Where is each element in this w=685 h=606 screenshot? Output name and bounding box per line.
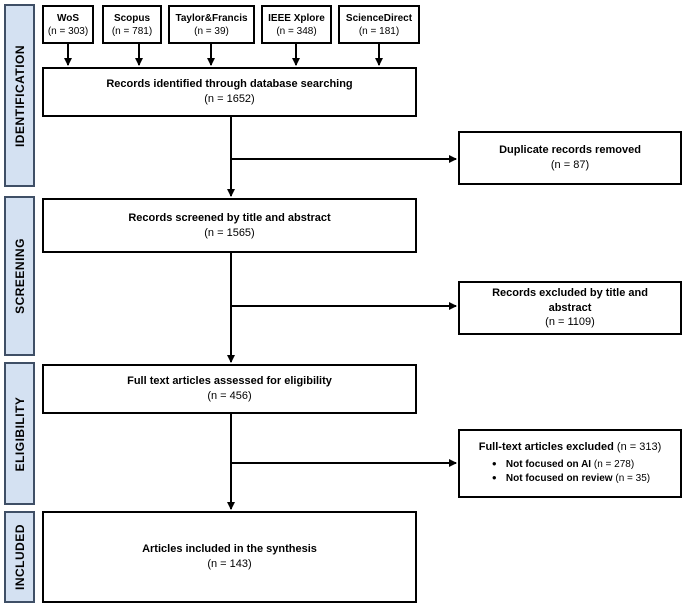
source-box-sciencedirect: ScienceDirect (n = 181) — [338, 5, 420, 44]
excluded-full-list: Not focused on AI (n = 278) Not focused … — [490, 458, 650, 487]
screened-title: Records screened by title and abstract — [128, 211, 331, 224]
included-title: Articles included in the synthesis — [142, 543, 317, 556]
source-box-scopus: Scopus (n = 781) — [102, 5, 162, 44]
list-item: Not focused on review (n = 35) — [490, 472, 650, 487]
screened-box: Records screened by title and abstract (… — [42, 198, 417, 253]
exclusion-reason: Not focused on review — [505, 473, 613, 485]
duplicates-title: Duplicate records removed — [499, 144, 641, 157]
included-count: (n = 143) — [207, 558, 252, 570]
list-item: Not focused on AI (n = 278) — [490, 458, 650, 473]
screened-count: (n = 1565) — [204, 226, 255, 239]
phase-included: INCLUDED — [4, 511, 35, 603]
phase-identification: IDENTIFICATION — [4, 4, 35, 187]
source-count: (n = 39) — [194, 25, 229, 37]
source-count: (n = 303) — [47, 25, 89, 37]
exclusion-count: (n = 278) — [593, 458, 635, 470]
source-name: Scopus — [113, 12, 151, 24]
excluded-full-box: Full-text articles excluded (n = 313) No… — [458, 429, 682, 498]
source-count: (n = 348) — [276, 25, 317, 37]
source-count: (n = 781) — [111, 25, 153, 37]
source-name: IEEE Xplore — [268, 12, 325, 24]
exclusion-reason: Not focused on AI — [505, 458, 592, 470]
duplicates-box: Duplicate records removed (n = 87) — [458, 131, 682, 185]
phase-screening: SCREENING — [4, 196, 35, 356]
excluded-full-title: Full-text articles excluded — [478, 441, 614, 454]
duplicates-count: (n = 87) — [550, 159, 590, 171]
eligible-box: Full text articles assessed for eligibil… — [42, 364, 417, 414]
eligible-count: (n = 456) — [207, 390, 252, 402]
excluded-screen-title: Records excluded by title and abstract — [492, 286, 648, 314]
source-count: (n = 181) — [358, 25, 400, 37]
phase-eligibility: ELIGIBILITY — [4, 362, 35, 505]
source-name: ScienceDirect — [345, 12, 413, 24]
source-box-wos: WoS (n = 303) — [42, 5, 94, 44]
eligible-title: Full text articles assessed for eligibil… — [127, 375, 332, 388]
exclusion-count: (n = 35) — [615, 473, 651, 485]
source-name: WoS — [56, 12, 80, 24]
identified-box: Records identified through database sear… — [42, 67, 417, 117]
source-box-ieee-xplore: IEEE Xplore (n = 348) — [261, 5, 332, 44]
source-name: Taylor&Francis — [175, 12, 248, 24]
identified-count: (n = 1652) — [204, 93, 255, 105]
excluded-full-count: (n = 313) — [616, 441, 662, 454]
identified-title: Records identified through database sear… — [106, 78, 353, 91]
excluded-screen-count: (n = 1109) — [545, 316, 595, 329]
excluded-screen-box: Records excluded by title and abstract (… — [458, 281, 682, 335]
included-box: Articles included in the synthesis (n = … — [42, 511, 417, 603]
excluded-full-header: Full-text articles excluded (n = 313) — [479, 440, 662, 455]
source-box-taylor-francis: Taylor&Francis (n = 39) — [168, 5, 255, 44]
